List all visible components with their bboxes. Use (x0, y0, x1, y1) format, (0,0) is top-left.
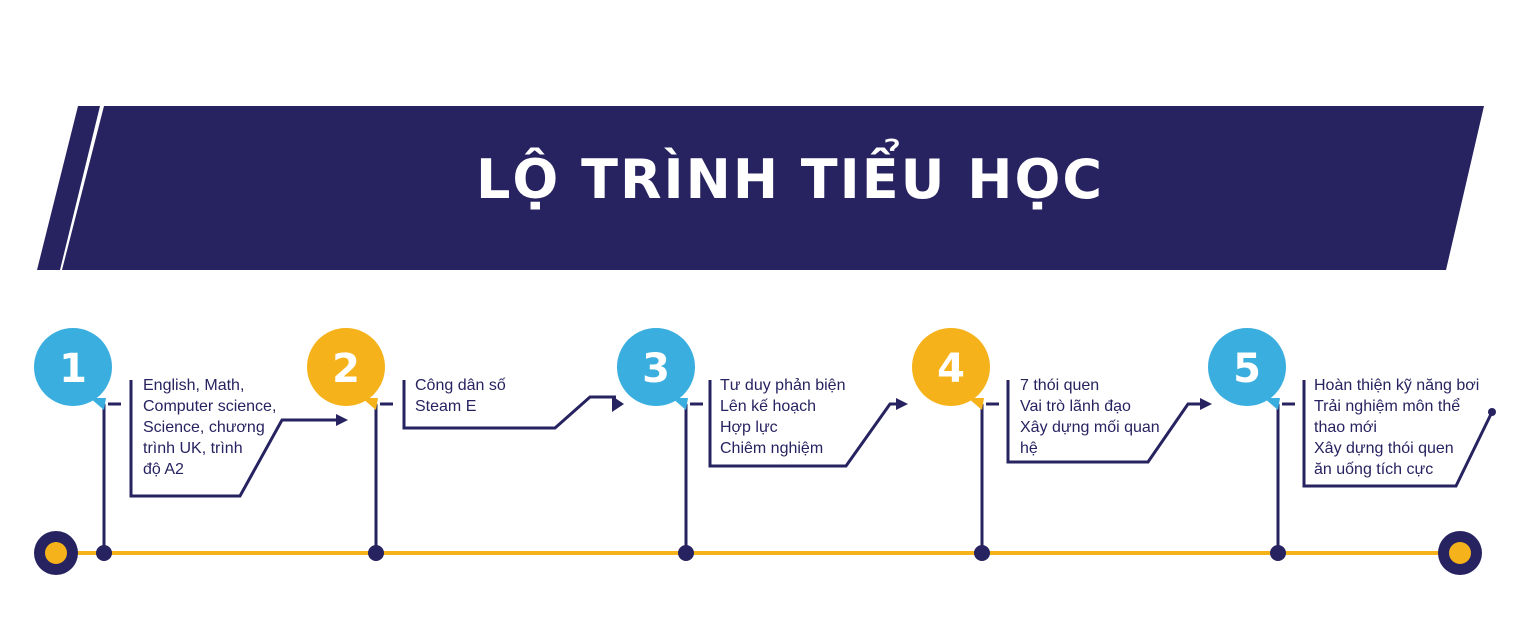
step-1-line: Science, chương (143, 419, 265, 436)
step-4-bracket (986, 380, 1204, 464)
step-3-line: Hợp lực (720, 419, 778, 436)
step-5-line: Hoàn thiện kỹ năng bơi (1314, 377, 1480, 394)
step-4-text: 7 thói quen Vai trò lãnh đạo Xây dựng mố… (1020, 375, 1160, 459)
step-3-line: Tư duy phản biện (720, 377, 846, 394)
step-5-number: 5 (1233, 346, 1261, 392)
step-2-arrow (612, 396, 624, 412)
step-3-text: Tư duy phản biện Lên kế hoạch Hợp lực Ch… (720, 375, 845, 459)
step-3-number: 3 (642, 346, 670, 392)
step-1-text: English, Math, Computer science, Science… (143, 375, 276, 480)
step-2-line: Steam E (415, 398, 477, 415)
step-4-arrow (1200, 398, 1212, 410)
step-1-node (96, 545, 112, 561)
page-title: LỘ TRÌNH TIỂU HỌC (476, 148, 1104, 211)
timeline-end-node (1438, 531, 1482, 575)
step-5-line: Xây dựng thói quen (1314, 440, 1454, 457)
step-4: 4 (912, 328, 1212, 561)
step-5-text: Hoàn thiện kỹ năng bơi Trải nghiệm môn t… (1314, 375, 1479, 480)
step-4-badge: 4 (912, 328, 990, 410)
step-1: 1 (34, 328, 348, 561)
step-1-number: 1 (59, 346, 87, 392)
step-1-line: độ A2 (143, 461, 184, 478)
step-3-node (678, 545, 694, 561)
step-3-line: Lên kế hoạch (720, 398, 817, 415)
step-5-line: thao mới (1314, 419, 1377, 436)
banner-stripe (37, 106, 100, 270)
step-2-text: Công dân số Steam E (415, 375, 506, 417)
step-2-bracket (380, 380, 616, 430)
step-4-line: Xây dựng mối quan (1020, 419, 1160, 436)
step-1-line: trình UK, trình (143, 440, 243, 457)
step-4-line: 7 thói quen (1020, 377, 1100, 394)
step-5-badge: 5 (1208, 328, 1286, 410)
step-5: 5 (1208, 328, 1496, 561)
step-2-number: 2 (332, 346, 360, 392)
step-1-badge: 1 (34, 328, 112, 410)
step-1-arrow (336, 414, 348, 426)
step-4-line: Vai trò lãnh đạo (1020, 398, 1131, 415)
step-4-number: 4 (937, 346, 965, 392)
step-4-line: hệ (1020, 440, 1038, 457)
step-3-bracket (690, 380, 900, 468)
step-3-line: Chiêm nghiệm (720, 440, 824, 457)
timeline-start-node (34, 531, 78, 575)
step-2: 2 (307, 328, 624, 561)
step-2-badge: 2 (307, 328, 385, 410)
step-5-node (1270, 545, 1286, 561)
step-1-line: Computer science, (143, 398, 277, 415)
step-3: 3 (617, 328, 908, 561)
step-1-line: English, Math, (143, 377, 245, 394)
step-2-line: Công dân số (415, 377, 506, 394)
step-5-bracket (1282, 380, 1494, 488)
step-2-node (368, 545, 384, 561)
step-4-node (974, 545, 990, 561)
step-5-line: Trải nghiệm môn thể (1314, 398, 1461, 415)
step-5-line: ăn uống tích cực (1314, 461, 1434, 478)
title-banner (62, 106, 1484, 270)
step-5-end-dot (1488, 408, 1496, 416)
step-1-bracket (108, 380, 340, 498)
step-3-badge: 3 (617, 328, 695, 410)
step-3-arrow (896, 398, 908, 410)
